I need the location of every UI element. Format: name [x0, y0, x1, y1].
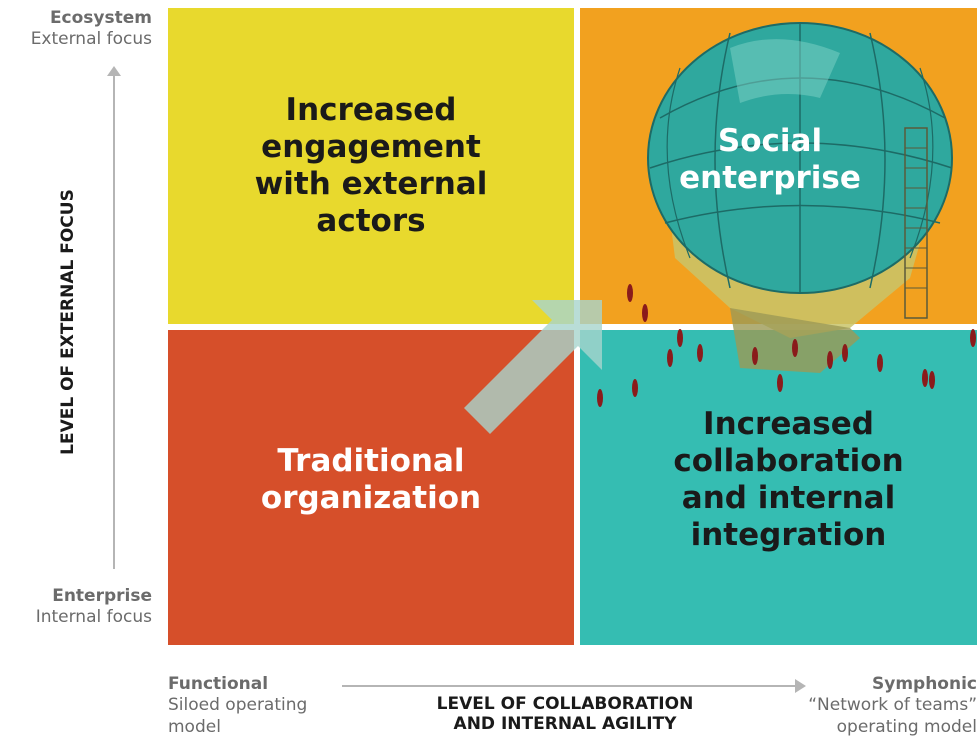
y-axis-top-bold: Ecosystem [49, 8, 152, 28]
quadrant-label-traditional: Traditional organization [260, 442, 482, 516]
x-axis-right-bold: Symphonic [872, 674, 977, 694]
x-axis-left-bold: Functional [168, 674, 269, 694]
y-axis-title: LEVEL OF EXTERNAL FOCUS [58, 189, 78, 455]
y-axis-top-sub: External focus [30, 29, 152, 50]
quadrant-top-left [168, 8, 574, 324]
x-axis-left-sub2: model [168, 716, 221, 737]
y-axis-bottom-label: Enterprise Internal focus [0, 586, 152, 629]
x-axis-title-line2: AND INTERNAL AGILITY [453, 714, 677, 734]
y-axis-arrow [107, 66, 121, 569]
x-axis-arrow [342, 679, 806, 693]
glass-dome-head-illustration [597, 22, 976, 407]
x-axis-right-sub1: “Network of teams” [808, 695, 977, 716]
quadrant-label-social-enterprise: Social enterprise [679, 122, 861, 196]
y-axis-top-label: Ecosystem External focus [0, 8, 152, 51]
x-axis-right-label: Symphonic “Network of teams” operating m… [772, 674, 977, 738]
x-axis-title-line1: LEVEL OF COLLABORATION [436, 694, 694, 714]
x-axis-right-sub2: operating model [836, 716, 977, 737]
quadrant-label-collaboration: Increased collaboration and internal int… [673, 405, 904, 554]
diagonal-arrow-icon [464, 300, 602, 434]
x-axis-title: LEVEL OF COLLABORATION AND INTERNAL AGIL… [365, 694, 765, 734]
y-axis-bottom-bold: Enterprise [52, 586, 152, 606]
y-axis-bottom-sub: Internal focus [35, 607, 152, 628]
x-axis-left-label: Functional Siloed operating model [168, 674, 348, 738]
x-axis-left-sub1: Siloed operating [168, 695, 308, 716]
quadrant-label-engagement: Increased engagement with external actor… [254, 91, 488, 240]
